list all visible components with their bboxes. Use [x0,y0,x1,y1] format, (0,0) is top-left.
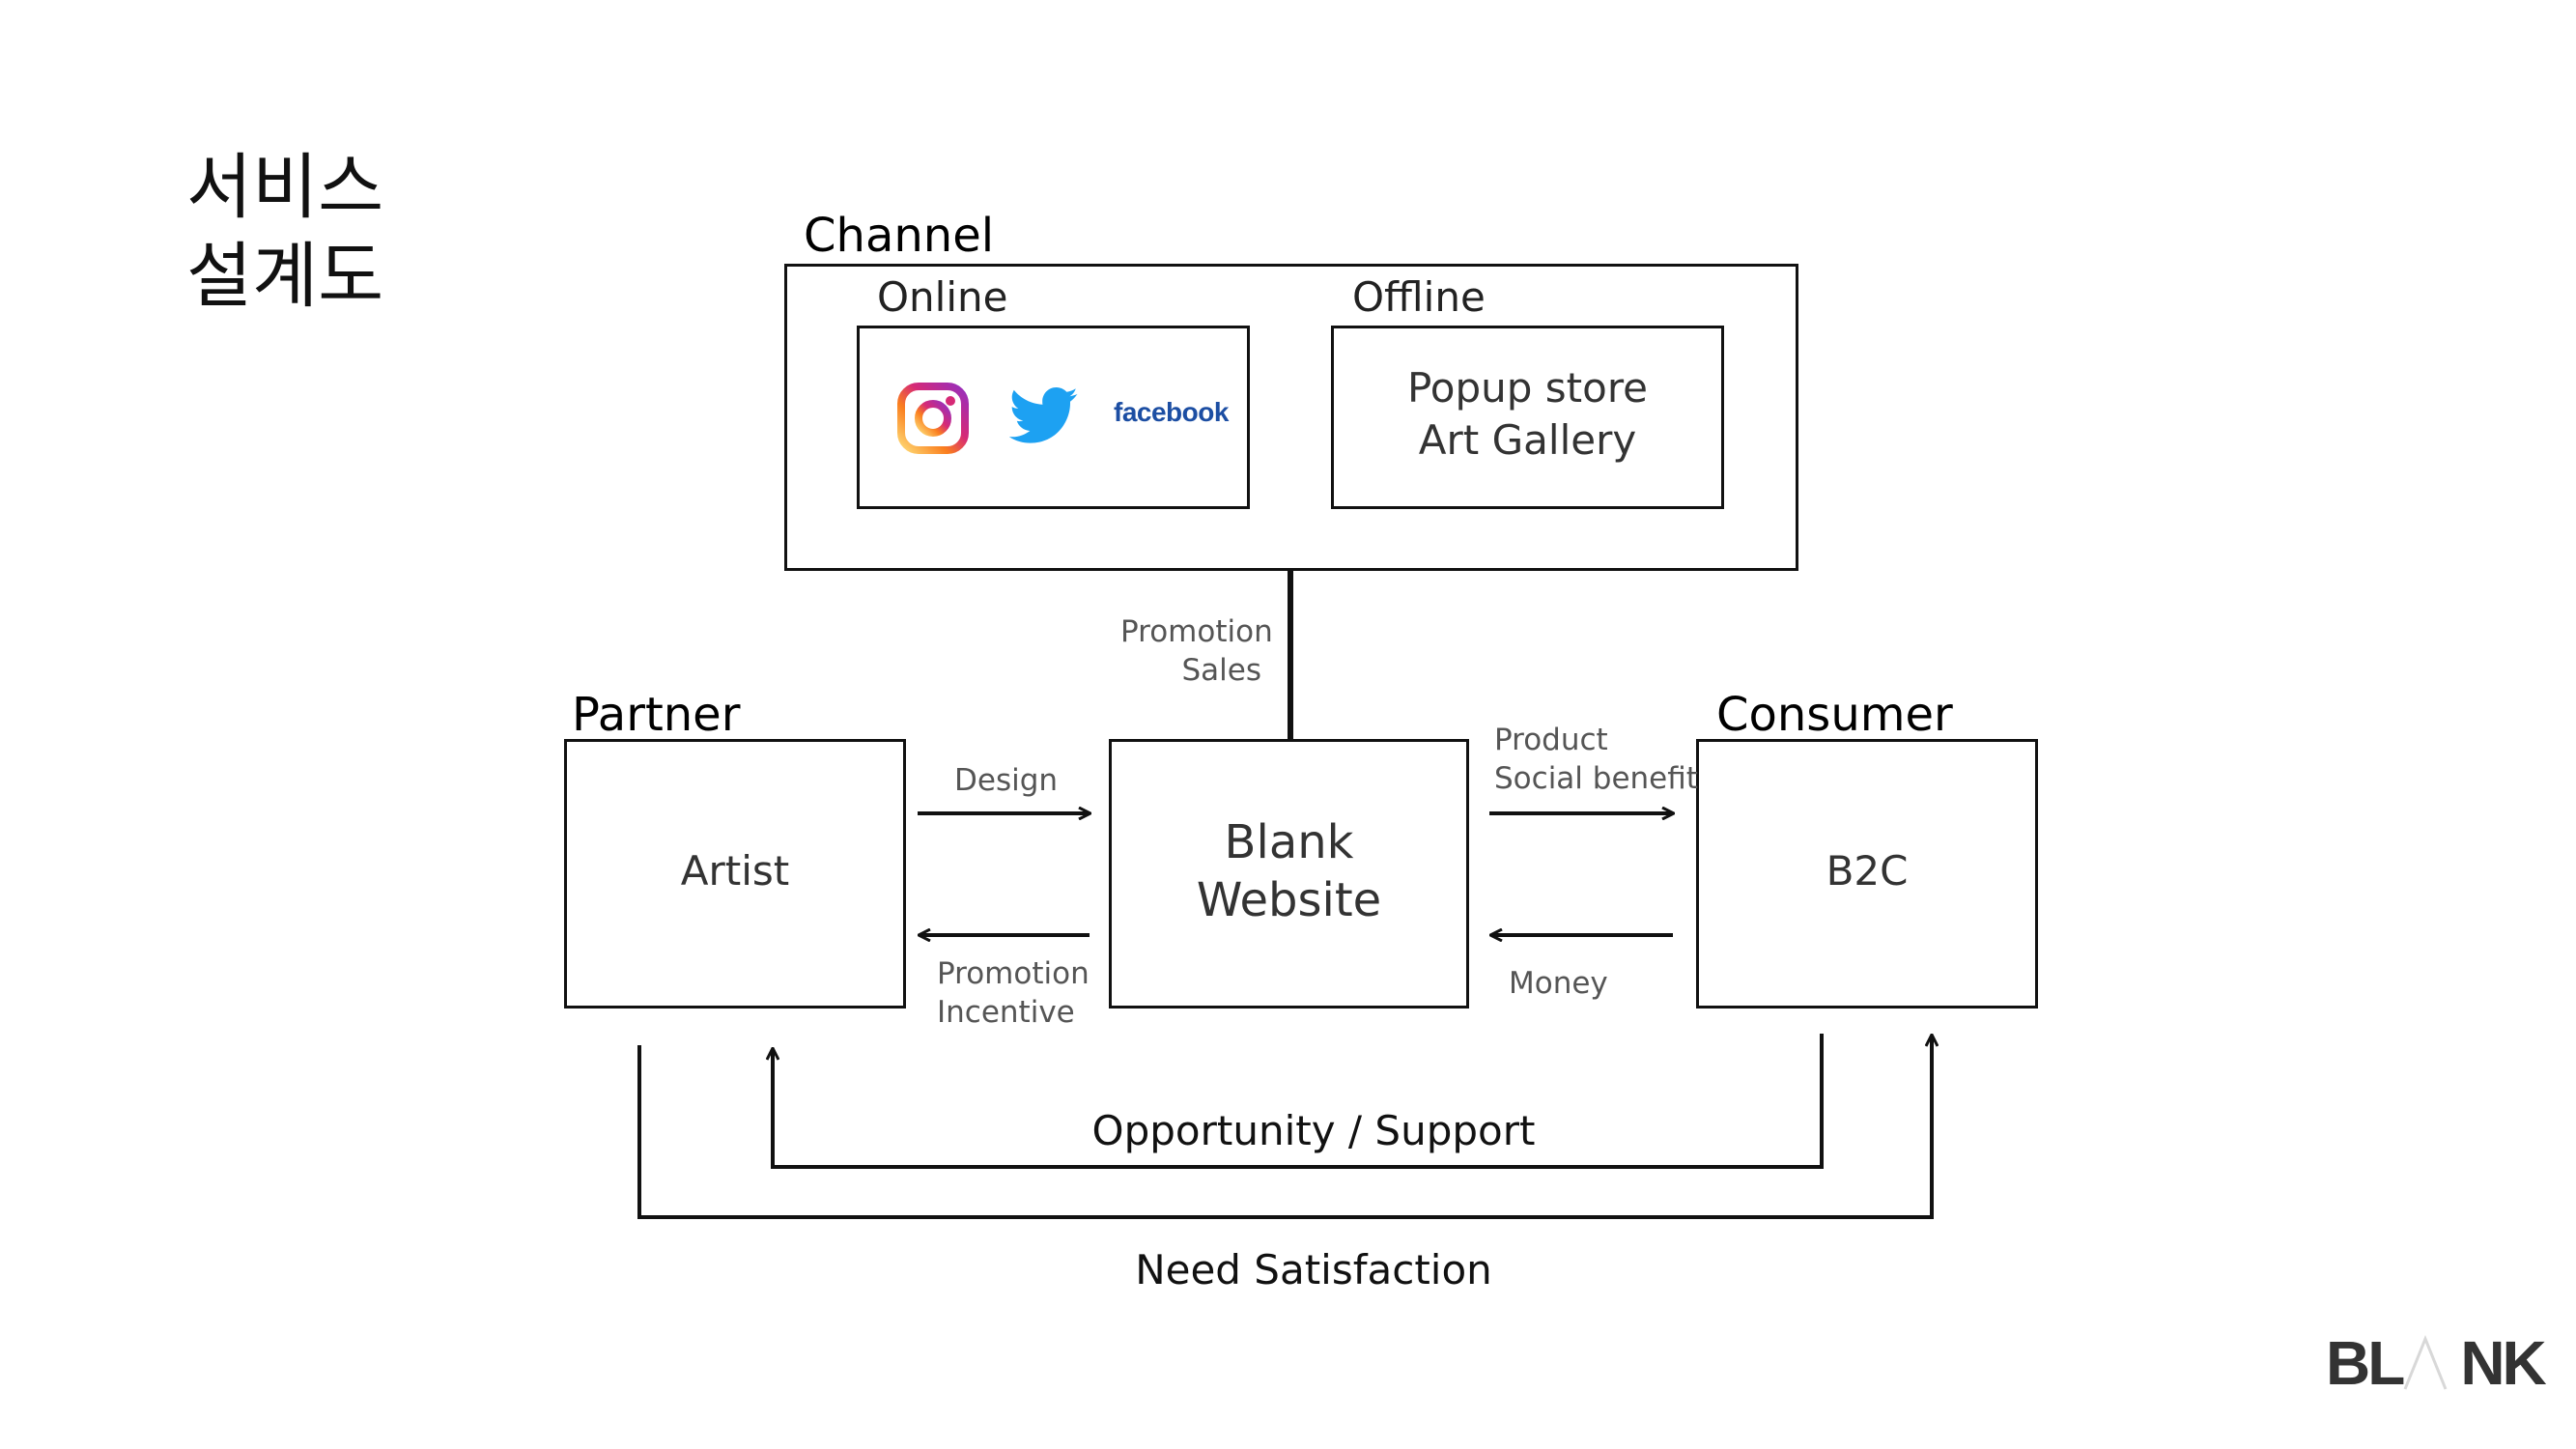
artist-label: Artist [680,847,790,895]
flow-label-incentive: Incentive [937,995,1075,1030]
consumer-title: Consumer [1716,688,1953,742]
blank-website-box: Blank Website [1109,739,1469,1009]
offline-title: Offline [1352,273,1486,321]
artist-box: Artist [564,739,906,1009]
offline-item-popup-store: Popup store [1406,364,1649,412]
online-title: Online [877,273,1008,321]
facebook-wordmark: facebook [1114,397,1229,427]
logo-text-right: NK [2460,1328,2546,1398]
logo-text-left: BL [2326,1328,2405,1398]
channel-link-label-sales: Sales [1181,653,1261,688]
loop-label-need-satisfaction: Need Satisfaction [1135,1246,1492,1293]
website-label-line-1: Blank [1224,815,1354,869]
blank-logo: BL NK [2326,1328,2547,1398]
b2c-label: B2C [1826,847,1909,895]
website-label-line-2: Website [1196,873,1382,927]
offline-item-art-gallery: Art Gallery [1418,416,1637,464]
flow-label-promotion: Promotion [937,956,1090,991]
channel-title: Channel [804,209,995,263]
offline-box: Popup store Art Gallery [1331,326,1724,509]
consumer-box: B2C [1696,739,2038,1009]
page-title-line-1: 서비스 [186,146,384,229]
flow-label-social-benefit: Social benefit [1494,761,1698,796]
twitter-icon [1008,386,1079,446]
flow-label-money: Money [1509,966,1608,1001]
page-title-line-2: 설계도 [186,235,384,318]
flow-label-product: Product [1494,723,1608,757]
page-title: 서비스 설계도 [186,143,383,321]
instagram-icon [896,382,970,455]
flow-label-design: Design [954,763,1059,798]
channel-link-label-promotion: Promotion [1120,614,1273,649]
logo-a-mark [2397,1331,2453,1395]
loop-label-opportunity-support: Opportunity / Support [1091,1107,1536,1154]
online-box: facebook [857,326,1250,509]
partner-title: Partner [572,688,741,742]
